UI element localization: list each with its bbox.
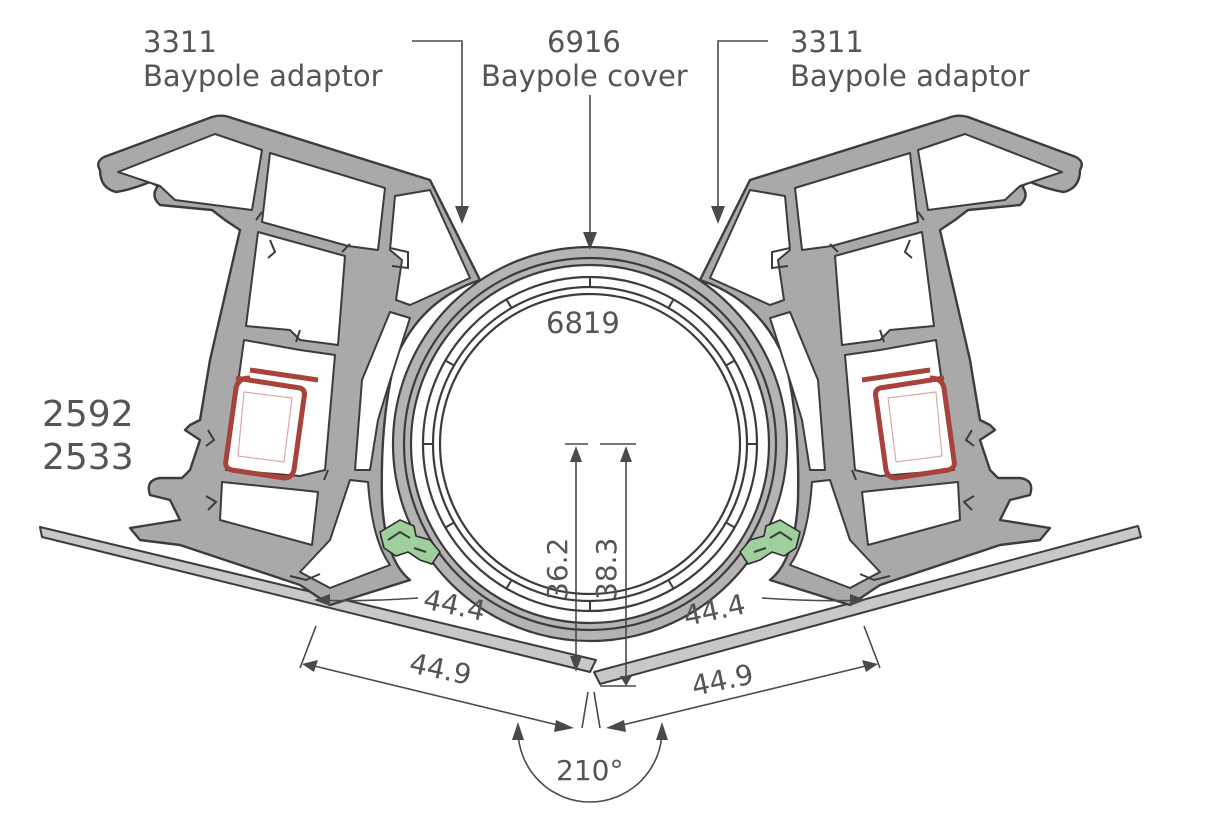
dim-arrow-44-9-right-a bbox=[862, 660, 878, 672]
angle-arrow-right bbox=[656, 722, 668, 740]
cover-notch-11 bbox=[505, 298, 513, 309]
dim-arrow-36-2-bottom bbox=[570, 656, 582, 672]
label-left-adaptor-name: Baypole adaptor bbox=[143, 59, 383, 93]
label-reinforcement-2: 2533 bbox=[42, 437, 134, 478]
cover-notch-7 bbox=[505, 579, 513, 590]
dim-arrow-44-9-left-a bbox=[302, 660, 318, 672]
cover-notch-4 bbox=[725, 521, 736, 529]
dim-line-36-2 bbox=[565, 443, 588, 662]
dim-arrow-38-3-top bbox=[620, 446, 632, 462]
angle-guide-left bbox=[581, 691, 589, 729]
pole-6819 bbox=[438, 292, 742, 596]
label-cover-code: 6916 bbox=[547, 25, 621, 59]
label-right-adaptor-code: 3311 bbox=[790, 25, 864, 59]
dim-text-44-9-left: 44.9 bbox=[407, 647, 475, 692]
dim-line-38-3 bbox=[600, 443, 636, 687]
dim-line-44-9-left bbox=[299, 625, 571, 729]
dim-arrow-44-4-left bbox=[314, 594, 330, 606]
cover-notch-8 bbox=[444, 521, 455, 529]
cover-notch-10 bbox=[444, 359, 455, 367]
angle-guide-right bbox=[593, 691, 601, 729]
dim-arrow-44-4-right bbox=[850, 594, 866, 606]
label-right-adaptor-name: Baypole adaptor bbox=[790, 59, 1030, 93]
dim-arrow-44-9-right-b bbox=[606, 720, 626, 732]
label-cover-name: Baypole cover bbox=[481, 59, 688, 93]
dim-text-44-9-right: 44.9 bbox=[689, 658, 757, 703]
leader-left-adaptor bbox=[412, 40, 463, 208]
dim-arrow-38-3-bottom bbox=[620, 676, 632, 686]
leader-right-adaptor-arrow bbox=[711, 206, 725, 224]
baypole-cover-notches bbox=[423, 277, 757, 611]
right-sill bbox=[593, 525, 1142, 685]
dim-text-angle: 210° bbox=[556, 754, 623, 787]
label-pole-code: 6819 bbox=[546, 306, 620, 340]
label-reinforcement-1: 2592 bbox=[42, 394, 134, 435]
cover-notch-2 bbox=[725, 359, 736, 367]
dim-text-36-2: 36.2 bbox=[541, 538, 574, 600]
dim-text-38-3: 38.3 bbox=[590, 538, 623, 600]
angle-arrow-left bbox=[512, 722, 524, 740]
angle-arc bbox=[517, 729, 663, 803]
cover-notch-5 bbox=[667, 579, 675, 590]
leader-left-adaptor-arrow bbox=[455, 206, 469, 224]
dim-line-44-9-right bbox=[609, 625, 881, 729]
cover-notch-1 bbox=[667, 298, 675, 309]
leader-cover-arrow bbox=[583, 232, 597, 250]
dim-arrow-44-9-left-b bbox=[554, 720, 574, 732]
label-left-adaptor-code: 3311 bbox=[143, 25, 217, 59]
leader-right-adaptor bbox=[717, 40, 768, 208]
dim-arrow-36-2-top bbox=[570, 446, 582, 462]
